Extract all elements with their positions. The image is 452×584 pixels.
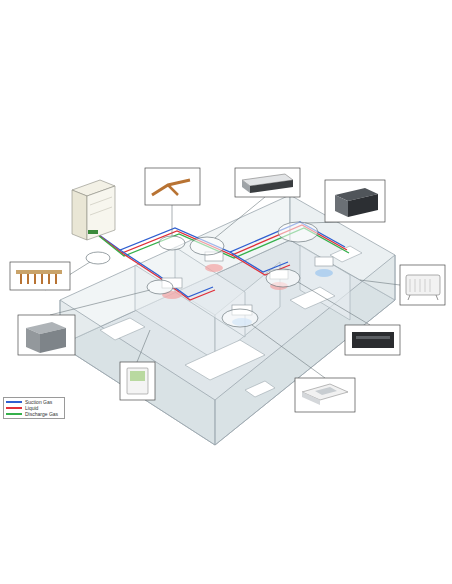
legend-text: Discharge Gas (25, 411, 58, 417)
outdoor-unit (72, 180, 115, 240)
refrigerant-pipes (95, 222, 349, 300)
legend-row: Liquid (6, 405, 62, 411)
legend-text: Suction Gas (25, 399, 52, 405)
callout-boxes (10, 168, 445, 412)
legend-swatch (6, 407, 22, 409)
legend-box: Suction GasLiquidDischarge Gas (3, 397, 65, 419)
indoor-units (162, 252, 333, 326)
legend-row: Suction Gas (6, 399, 62, 405)
callout-circles (86, 222, 318, 327)
legend-swatch (6, 413, 22, 415)
leader-lines (45, 197, 400, 378)
product-sketches (16, 174, 440, 405)
legend-swatch (6, 401, 22, 403)
legend-row: Discharge Gas (6, 411, 62, 417)
furniture (100, 246, 362, 397)
legend-text: Liquid (25, 405, 38, 411)
